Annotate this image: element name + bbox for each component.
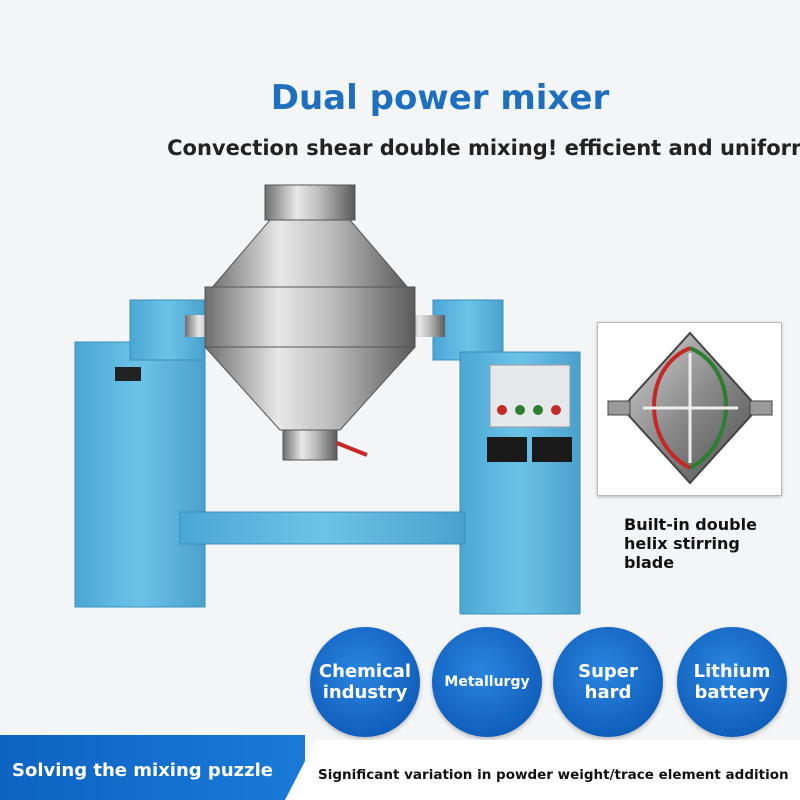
detail-caption: Built-in double helix stirring blade [624,515,784,572]
application-chemical-industry: Chemical industry [310,627,420,737]
detail-caption-line1: Built-in double [624,515,757,534]
application-lithium-battery: Lithium battery [677,627,787,737]
footer-description: Significant variation in powder weight/t… [318,767,789,783]
application-label-line2: hard [584,682,632,703]
footer-right-panel [285,740,800,800]
application-label-line2: battery [694,682,770,703]
application-metallurgy: Metallurgy [432,627,542,737]
footer-banner [0,735,800,800]
detail-caption-line3: blade [624,553,675,572]
page-subtitle: Convection shear double mixing! efficien… [167,136,800,160]
page-title: Dual power mixer [270,78,610,118]
application-label-line2: industry [322,682,408,703]
application-label-line1: Lithium [693,661,771,682]
footer-slogan: Solving the mixing puzzle [12,760,273,781]
application-label-line1: Chemical [318,661,412,682]
mixer-machine-image [74,184,581,615]
footer-left-panel [0,735,305,800]
application-label-line1: Super [578,661,638,682]
application-super-hard: Super hard [553,627,663,737]
helix-blade-detail-image [597,322,782,496]
detail-caption-line2: helix stirring [624,534,740,553]
application-label-line1: Metallurgy [444,673,530,690]
